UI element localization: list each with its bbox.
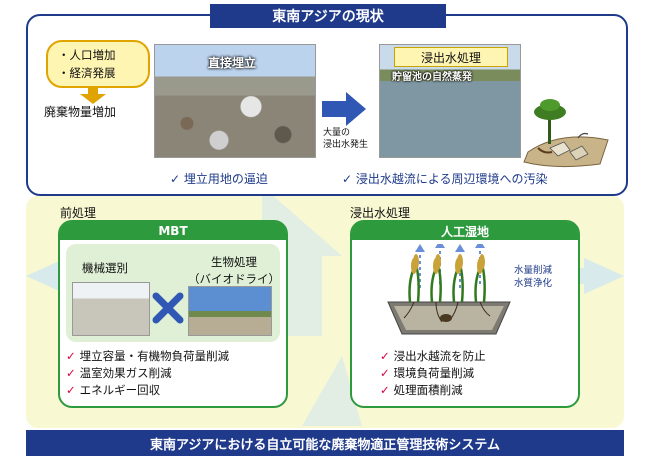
list-item: ✓浸出水越流を防止	[380, 348, 486, 365]
mechanical-sorting-photo	[72, 282, 150, 336]
leachate-generation-note: 大量の 浸出水発生	[323, 127, 368, 151]
check-icon: ✓	[66, 349, 76, 363]
effect-text: 埋立容量・有機物負荷量削減	[79, 349, 230, 363]
mechanical-sorting-label: 機械選別	[82, 261, 128, 275]
list-item: ✓エネルギー回収	[66, 382, 229, 399]
contamination-illustration-icon	[523, 99, 609, 168]
driver-item: ・人口増加	[58, 48, 116, 62]
bio-label-line: 生物処理	[211, 255, 257, 269]
down-arrow-icon	[80, 88, 106, 104]
wetland-panel-title: 人工湿地	[352, 222, 578, 240]
effect-text: 温室効果ガス削減	[79, 366, 172, 380]
pretreatment-section-label: 前処理	[60, 206, 97, 220]
effect-text: 環境負荷量削減	[393, 366, 475, 380]
cross-icon	[152, 292, 184, 324]
effect-text: 浸出水越流を防止	[393, 349, 486, 363]
bio-label-line: （バイオドライ）	[188, 272, 280, 286]
wetland-note-line: 水量削減	[514, 265, 553, 276]
mbt-panel-title: MBT	[60, 222, 286, 240]
effect-text: エネルギー回収	[79, 383, 161, 397]
constructed-wetland-illustration-icon	[387, 244, 511, 335]
list-item: ✓処理面積削減	[380, 382, 486, 399]
list-item: ✓温室効果ガス削減	[66, 365, 229, 382]
list-item: ✓環境負荷量削減	[380, 365, 486, 382]
land-shortage-check: ✓ 埋立用地の逼迫	[170, 172, 268, 186]
check-icon: ✓	[380, 383, 390, 397]
system-banner: 東南アジアにおける自立可能な廃棄物適正管理技術システム	[26, 430, 624, 456]
wetland-effects-list: ✓浸出水越流を防止 ✓環境負荷量削減 ✓処理面積削減	[380, 348, 486, 399]
effect-text: 処理面積削減	[393, 383, 463, 397]
check-icon: ✓	[66, 383, 76, 397]
wetland-note-line: 水質浄化	[514, 278, 553, 289]
contamination-check: ✓ 浸出水越流による周辺環境への汚染	[342, 172, 548, 186]
bio-treatment-label: 生物処理 （バイオドライ）	[188, 254, 280, 288]
list-item: ✓埋立容量・有機物負荷量削減	[66, 348, 229, 365]
mbt-effects-list: ✓埋立容量・有機物負荷量削減 ✓温室効果ガス削減 ✓エネルギー回収	[66, 348, 229, 399]
current-status-title: 東南アジアの現状	[210, 4, 446, 28]
wetland-effect-note: 水量削減 水質浄化	[514, 264, 552, 290]
leachate-treatment-label: 浸出水処理	[394, 47, 508, 67]
landfill-label: 直接埋立	[208, 56, 257, 70]
right-arrow-icon	[322, 92, 366, 126]
driver-item: ・経済発展	[58, 66, 116, 80]
check-icon: ✓	[380, 366, 390, 380]
landfill-photo	[154, 44, 316, 158]
leachate-section-label: 浸出水処理	[350, 206, 411, 220]
bio-drying-photo	[188, 286, 272, 336]
drivers-bubble: ・人口増加 ・経済発展	[46, 40, 150, 88]
evaporation-label: 貯留池の自然蒸発	[392, 72, 472, 83]
waste-increase-label: 廃棄物量増加	[44, 105, 117, 119]
flow-note-line: 大量の	[323, 128, 351, 138]
flow-note-line: 浸出水発生	[323, 140, 369, 150]
check-icon: ✓	[380, 349, 390, 363]
check-icon: ✓	[66, 366, 76, 380]
